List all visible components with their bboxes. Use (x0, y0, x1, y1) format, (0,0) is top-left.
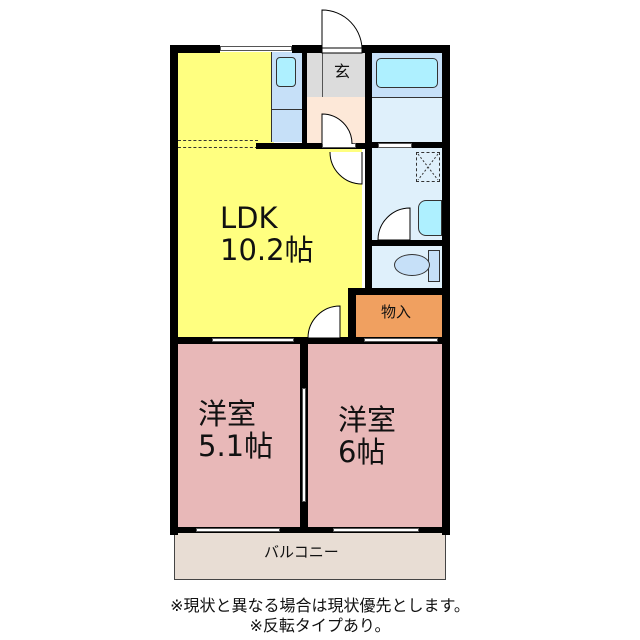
ldk-name: LDK (220, 201, 278, 235)
wall-entrance-left (302, 45, 307, 145)
room-western-1 (178, 344, 300, 530)
wall-bottom (170, 527, 450, 533)
room-storage (356, 295, 442, 337)
entrance-step-line (322, 52, 323, 97)
entrance-label: 玄 (334, 62, 351, 81)
wall-storage-left (348, 288, 356, 344)
balcony-label: バルコニー (264, 543, 339, 561)
door-swing-hall-icon (321, 113, 353, 145)
wall-top-left (170, 45, 220, 53)
wall-top-mid (292, 45, 322, 53)
entry-door-icon (321, 9, 363, 54)
room-ldk (178, 52, 274, 150)
storage-label: 物入 (381, 303, 412, 321)
wall-ldk-top (256, 143, 372, 149)
door-swing-ldk-icon (329, 151, 363, 185)
door-room2-top (364, 338, 438, 342)
wall-toilet-storage (348, 288, 450, 295)
note-line-1: ※現状と異なる場合は現状優先とします。 (170, 596, 470, 615)
western2-size: 6帖 (338, 435, 386, 470)
western1-size: 5.1帖 (198, 429, 274, 464)
door-swing-wash-icon (377, 207, 411, 241)
wall-ldk-rooms (170, 337, 450, 344)
sliding-door-rooms (302, 388, 306, 502)
door-room1-top (212, 338, 294, 342)
ldk-counter-dashed (178, 140, 258, 148)
window-room2-bottom (333, 528, 419, 532)
door-bath (378, 143, 412, 148)
bathtub-icon (376, 58, 438, 88)
washer-x-icon (417, 153, 439, 181)
window-ldk-top (220, 46, 292, 51)
western1-label: 洋室 5.1帖 (198, 398, 273, 463)
kitchen-divider (271, 109, 303, 110)
room-western-2 (308, 344, 442, 530)
wall-top-right (362, 45, 450, 53)
western2-label: 洋室 6帖 (338, 404, 396, 469)
ldk-label: LDK 10.2帖 (220, 202, 314, 267)
wall-wash-toilet (365, 240, 450, 246)
western1-name: 洋室 (198, 397, 257, 431)
kitchen-sink-icon (276, 57, 296, 87)
toilet-bowl-icon (394, 254, 430, 276)
wall-entrance-right (365, 45, 372, 295)
washbasin-icon (418, 200, 442, 236)
window-room1-bottom (196, 528, 280, 532)
door-swing-room-icon (307, 305, 341, 339)
western2-name: 洋室 (338, 403, 397, 437)
washer-space-icon (416, 152, 440, 182)
ldk-size: 10.2帖 (220, 233, 314, 268)
room-entrance (307, 52, 365, 97)
wall-left (170, 45, 178, 535)
note-line-2: ※反転タイプあり。 (249, 616, 391, 635)
